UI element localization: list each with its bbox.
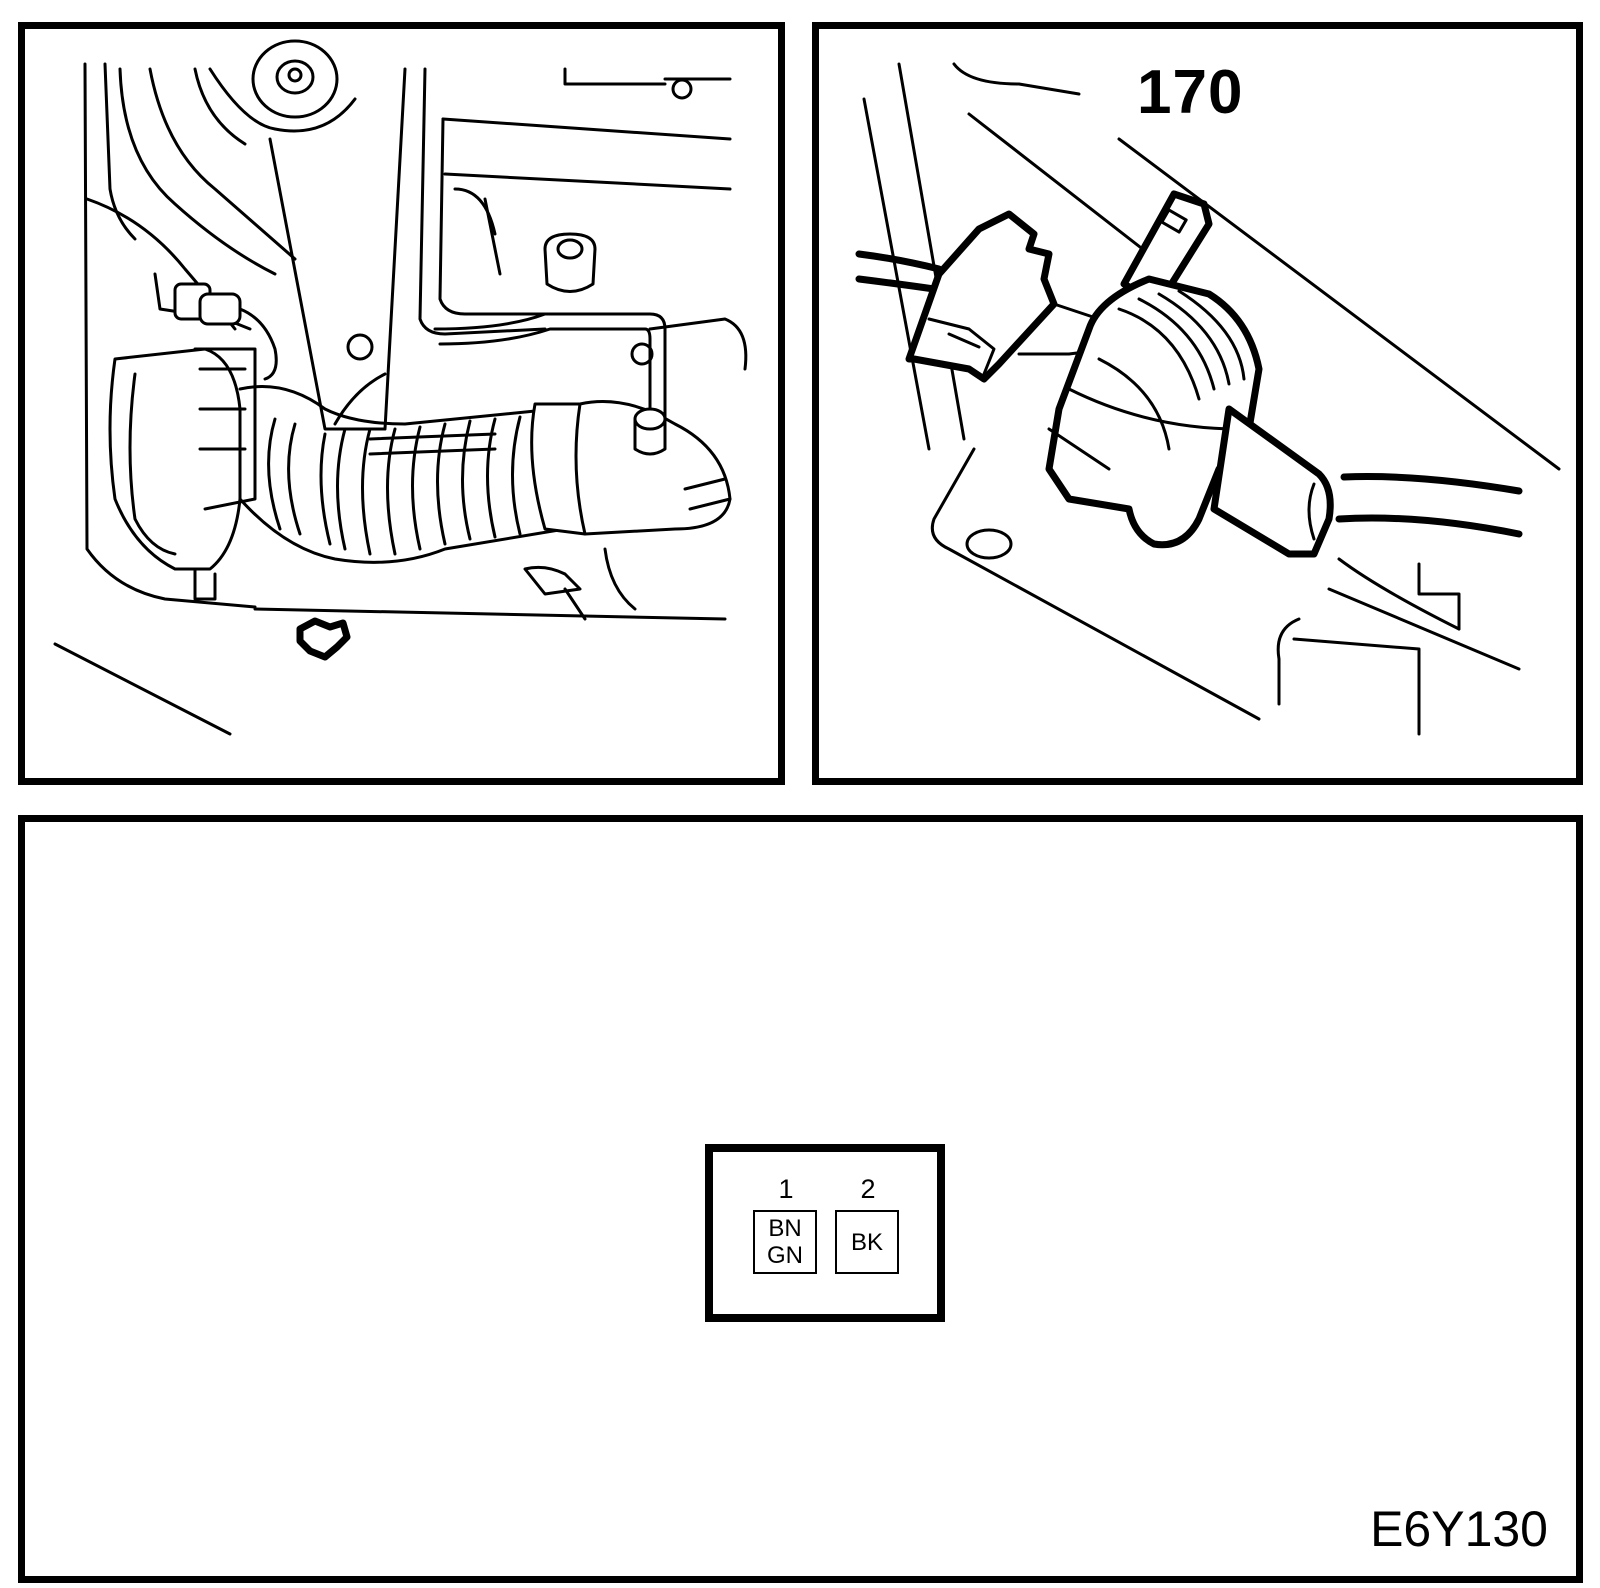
figure-code: E6Y130 (1370, 1501, 1548, 1557)
engine-view-panel (18, 22, 785, 785)
connector-detail-panel: 170 (812, 22, 1583, 785)
pin-2-wire-color-1: BK (850, 1228, 883, 1256)
engine-bay-drawing-icon (53, 39, 748, 736)
detail-number: 170 (1137, 58, 1244, 127)
pin-1-wire-color-1: BN (768, 1215, 802, 1242)
pin-1-wire-color-2: GN (767, 1242, 803, 1269)
pin-2-number: 2 (860, 1174, 876, 1204)
connector-harness-drawing-icon (855, 62, 1561, 736)
pin-2-cavity: BK (835, 1210, 899, 1274)
pin-1-number: 1 (778, 1174, 794, 1204)
pin-1-cavity: BN GN (753, 1210, 817, 1274)
connector-face: 1 2 BN GN BK (705, 1144, 945, 1322)
connector-face-panel: 1 2 BN GN BK E6Y130 (18, 815, 1583, 1583)
